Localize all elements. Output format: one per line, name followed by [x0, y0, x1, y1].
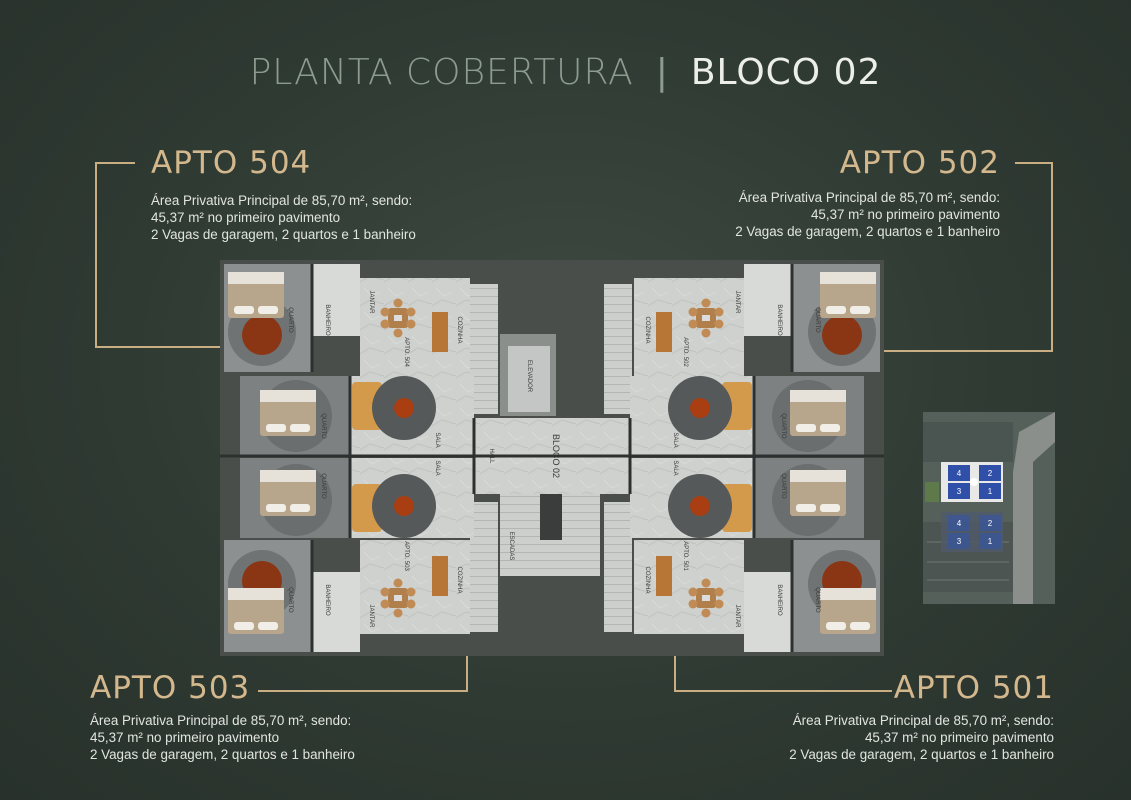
- callout-line-501: [674, 690, 892, 692]
- plan-label-dining: JANTAR: [734, 605, 740, 629]
- plan-label-bedroom: QUARTO: [780, 473, 786, 499]
- unit-description-502: Área Privativa Principal de 85,70 m², se…: [735, 189, 1000, 240]
- description-line: 2 Vagas de garagem, 2 quartos e 1 banhei…: [151, 227, 416, 242]
- plan-label-living: SALA: [434, 432, 440, 447]
- description-line: 45,37 m² no primeiro pavimento: [864, 730, 1054, 745]
- site-unit-number: 3: [957, 537, 962, 546]
- plan-label-bedroom: QUARTO: [780, 413, 786, 439]
- description-line: 45,37 m² no primeiro pavimento: [90, 730, 280, 745]
- title-plan-type: PLANTA COBERTURA: [249, 52, 634, 93]
- plan-label-dining: JANTAR: [368, 291, 374, 315]
- plan-label-kitchen: COZINHA: [456, 567, 462, 594]
- plan-label-living: SALA: [672, 432, 678, 447]
- plan-label-hall: HALL: [488, 448, 494, 464]
- site-unit-number: 4: [957, 469, 962, 478]
- site-unit-number: 2: [988, 469, 993, 478]
- callout-line-504: [95, 162, 135, 164]
- site-unit-number: 1: [988, 537, 993, 546]
- plan-label-bedroom: QUARTO: [814, 307, 820, 333]
- plan-label-dining: JANTAR: [368, 605, 374, 629]
- plan-label-bathroom: BANHEIRO: [324, 304, 330, 336]
- description-line: 45,37 m² no primeiro pavimento: [151, 210, 341, 225]
- plan-label-block: BLOCO 02: [551, 434, 561, 478]
- unit-description-501: Área Privativa Principal de 85,70 m², se…: [789, 712, 1054, 763]
- description-line: Área Privativa Principal de 85,70 m², se…: [792, 713, 1054, 728]
- unit-description-503: Área Privativa Principal de 85,70 m², se…: [90, 712, 355, 763]
- unit-heading-504: APTO 504: [151, 145, 312, 181]
- plan-label-bedroom: QUARTO: [287, 307, 293, 333]
- callout-line-504: [95, 346, 220, 348]
- callout-line-502: [1015, 162, 1053, 164]
- page-title: PLANTA COBERTURA | BLOCO 02: [0, 52, 1131, 93]
- plan-label-elevator: ELEVADOR: [526, 360, 532, 393]
- site-map: 4 2 3 1 4 2 3 1: [923, 412, 1055, 604]
- unit-description-504: Área Privativa Principal de 85,70 m², se…: [151, 192, 416, 243]
- description-line: Área Privativa Principal de 85,70 m², se…: [90, 713, 352, 728]
- site-unit-number: 4: [957, 519, 962, 528]
- plan-label-living: SALA: [434, 460, 440, 475]
- callout-line-501: [674, 636, 676, 692]
- plan-label-apt-501: APTO. 501: [682, 541, 688, 571]
- plan-label-apt-503: APTO. 503: [403, 541, 409, 571]
- plan-label-kitchen: COZINHA: [644, 567, 650, 594]
- callout-line-503: [258, 690, 468, 692]
- site-unit-number: 2: [988, 519, 993, 528]
- description-line: 2 Vagas de garagem, 2 quartos e 1 banhei…: [789, 747, 1054, 762]
- plan-label-living: SALA: [672, 460, 678, 475]
- site-unit: [948, 483, 970, 499]
- site-unit: [979, 483, 1001, 499]
- unit-heading-503: APTO 503: [90, 670, 251, 706]
- plan-label-bedroom: QUARTO: [320, 413, 326, 439]
- callout-line-503: [466, 636, 468, 692]
- callout-line-502: [1051, 162, 1053, 352]
- plan-label-bedroom: QUARTO: [814, 587, 820, 613]
- title-block: BLOCO 02: [690, 52, 882, 93]
- plan-label-bedroom: QUARTO: [320, 473, 326, 499]
- description-line: 2 Vagas de garagem, 2 quartos e 1 banhei…: [735, 224, 1000, 239]
- description-line: Área Privativa Principal de 85,70 m², se…: [738, 190, 1000, 205]
- plan-label-bathroom: BANHEIRO: [776, 304, 782, 336]
- plan-label-bathroom: BANHEIRO: [776, 584, 782, 616]
- description-line: 45,37 m² no primeiro pavimento: [810, 207, 1000, 222]
- site-unit: [948, 465, 970, 481]
- plan-label-kitchen: COZINHA: [456, 317, 462, 344]
- plan-label-kitchen: COZINHA: [644, 317, 650, 344]
- plan-label-apt-504: APTO. 504: [403, 337, 409, 367]
- plan-label-dining: JANTAR: [734, 291, 740, 315]
- site-unit: [979, 465, 1001, 481]
- description-line: 2 Vagas de garagem, 2 quartos e 1 banhei…: [90, 747, 355, 762]
- site-unit-number: 3: [957, 487, 962, 496]
- callout-line-502: [884, 350, 1053, 352]
- plan-label-stairs: ESCADAS: [508, 532, 514, 561]
- plan-label-apt-502: APTO. 502: [682, 337, 688, 367]
- plan-label-bedroom: QUARTO: [287, 587, 293, 613]
- site-unit-number: 1: [988, 487, 993, 496]
- plan-label-bathroom: BANHEIRO: [324, 584, 330, 616]
- unit-heading-502: APTO 502: [839, 145, 1000, 181]
- callout-line-504: [95, 162, 97, 348]
- description-line: Área Privativa Principal de 85,70 m², se…: [151, 193, 413, 208]
- title-separator: |: [655, 52, 669, 93]
- unit-heading-501: APTO 501: [893, 670, 1054, 706]
